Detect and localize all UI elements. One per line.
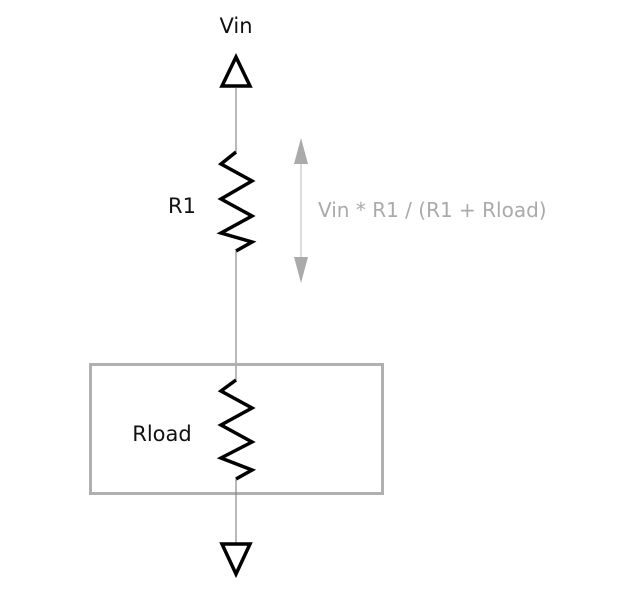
rload-label: Rload — [132, 422, 191, 446]
vin-label: Vin — [219, 14, 252, 38]
voltage-annotation-arrow — [294, 138, 308, 283]
r1-label: R1 — [168, 194, 196, 218]
arrow-up-head-icon — [294, 138, 308, 164]
rload-resistor-icon — [216, 378, 257, 481]
arrow-down-head-icon — [294, 257, 308, 283]
vin-input-triangle-icon — [219, 52, 253, 88]
voltage-formula-annotation: Vin * R1 / (R1 + Rload) — [318, 198, 547, 222]
r1-resistor-icon — [216, 150, 257, 253]
ground-triangle-icon — [219, 542, 253, 579]
